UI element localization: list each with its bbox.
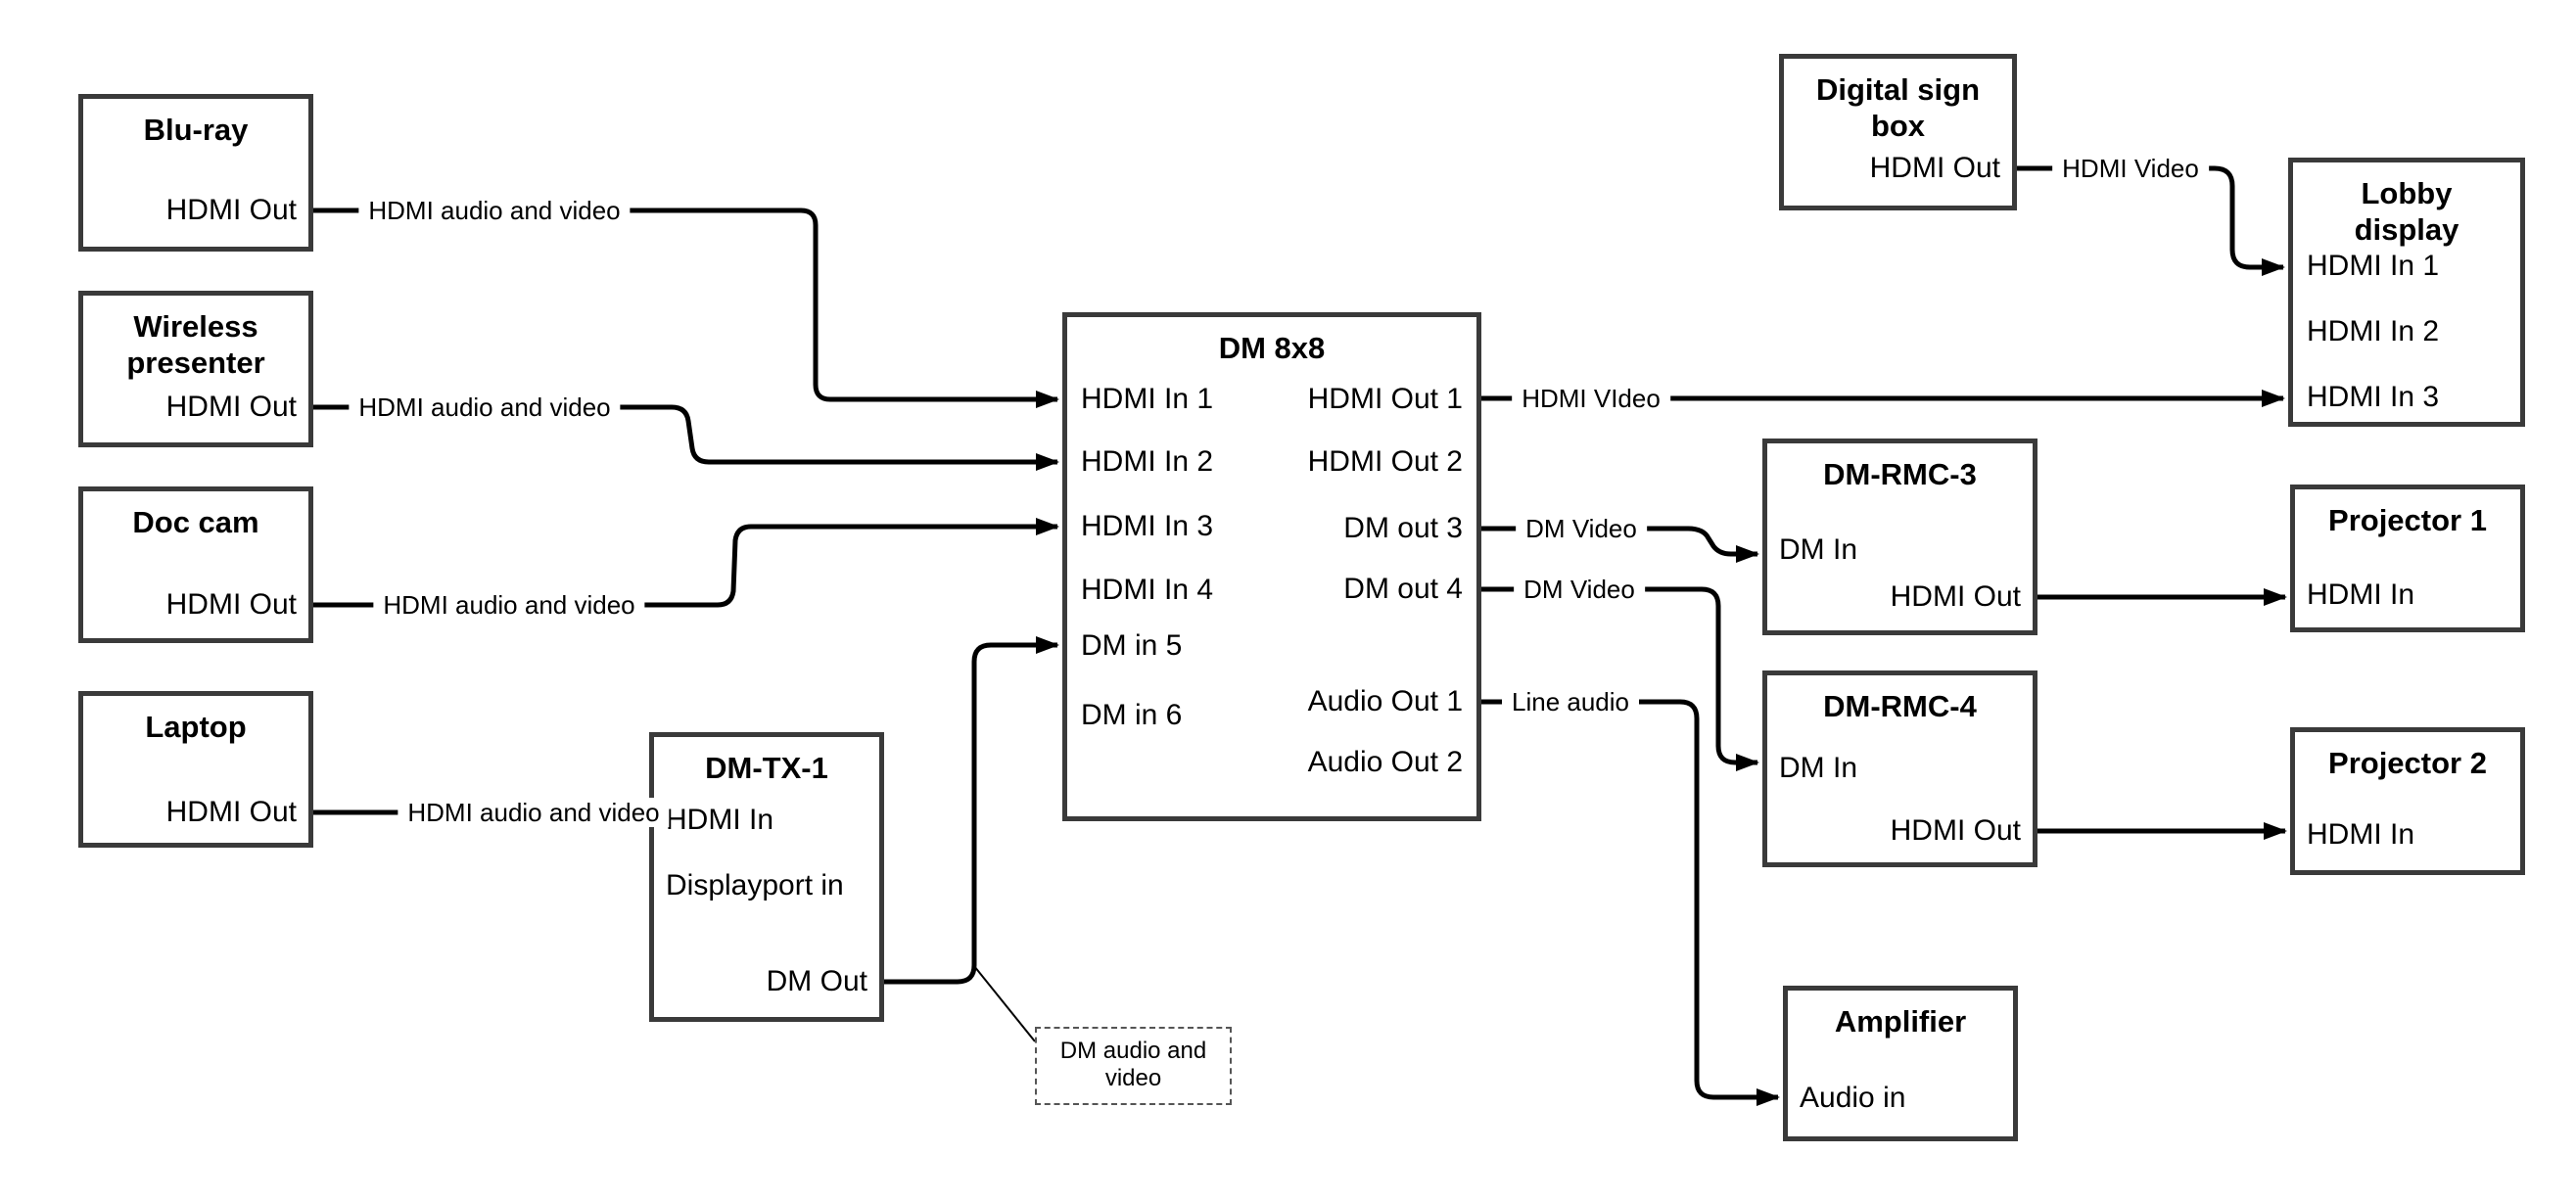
port-hdmi-out: HDMI Out	[1890, 814, 2021, 847]
node-projector-1: Projector 1 HDMI In	[2290, 485, 2525, 632]
port-hdmi-out-2: HDMI Out 2	[1307, 445, 1463, 478]
port-hdmi-out: HDMI Out	[1869, 152, 2000, 184]
callout-dm-audio-and-video: DM audio and video	[1035, 1027, 1232, 1105]
port-hdmi-out: HDMI Out	[1890, 580, 2021, 613]
node-digital-sign-box: Digital sign box HDMI Out	[1779, 54, 2017, 210]
port-hdmi-in-2: HDMI In 2	[1081, 445, 1214, 478]
node-title: Digital sign box	[1815, 72, 1981, 143]
port-dm-out-4: DM out 4	[1343, 573, 1463, 605]
wire-bluray-to-dm8x8-in1	[313, 208, 1059, 408]
wire-doccam-to-dm8x8-in3	[313, 518, 1059, 608]
port-hdmi-out-1: HDMI Out 1	[1307, 383, 1463, 415]
node-title: Amplifier	[1834, 1004, 1967, 1039]
port-hdmi-in-1: HDMI In 1	[1081, 383, 1214, 415]
node-amplifier: Amplifier Audio in	[1783, 986, 2018, 1141]
node-blu-ray: Blu-ray HDMI Out	[78, 94, 313, 252]
node-dm-rmc-4: DM-RMC-4 DM In HDMI Out	[1762, 670, 2037, 867]
node-projector-2: Projector 2 HDMI In	[2290, 727, 2525, 875]
callout-leader-line	[973, 965, 1036, 1042]
node-lobby-display: Lobby display HDMI In 1 HDMI In 2 HDMI I…	[2288, 158, 2525, 427]
node-dm-tx-1: DM-TX-1 HDMI In Displayport in DM Out	[649, 732, 884, 1022]
port-hdmi-in-1: HDMI In 1	[2307, 250, 2440, 282]
wire-label-dm-out-3-feed: DM Video	[1516, 514, 1647, 543]
port-hdmi-out: HDMI Out	[165, 796, 297, 828]
wire-label-wireless-feed: HDMI audio and video	[349, 393, 621, 422]
port-hdmi-in-3: HDMI In 3	[2307, 381, 2440, 413]
node-dm-rmc-3: DM-RMC-3 DM In HDMI Out	[1762, 439, 2037, 635]
port-hdmi-in-3: HDMI In 3	[1081, 510, 1214, 542]
port-hdmi-in: HDMI In	[666, 804, 774, 836]
port-audio-in: Audio in	[1800, 1082, 1906, 1114]
wire-sign-to-lobby-in1	[2017, 165, 2285, 276]
port-hdmi-out: HDMI Out	[165, 588, 297, 621]
node-laptop: Laptop HDMI Out	[78, 691, 313, 848]
node-dm-8x8: DM 8x8 HDMI In 1 HDMI In 2 HDMI In 3 HDM…	[1062, 312, 1481, 821]
port-displayport-in: Displayport in	[666, 869, 844, 901]
port-hdmi-in: HDMI In	[2307, 578, 2415, 611]
port-dm-in: DM In	[1779, 533, 1858, 566]
wire-wireless-to-dm8x8-in2	[313, 404, 1059, 471]
wire-dm8x8-out4-to-rmc4	[1481, 586, 1759, 771]
node-wireless-presenter: Wireless presenter HDMI Out	[78, 291, 313, 447]
port-hdmi-out: HDMI Out	[165, 194, 297, 226]
wire-label-bluray-feed: HDMI audio and video	[358, 196, 631, 225]
port-dm-in-5: DM in 5	[1081, 629, 1183, 662]
wire-dm8x8-out3-to-rmc3	[1481, 526, 1759, 563]
port-audio-out-2: Audio Out 2	[1307, 746, 1463, 778]
node-title: DM-RMC-3	[1823, 457, 1977, 491]
node-title: Projector 2	[2328, 746, 2487, 780]
wire-dmtx1-to-dm8x8-in5	[884, 636, 1059, 985]
port-dm-out: DM Out	[766, 965, 867, 997]
node-title: DM 8x8	[1218, 331, 1326, 365]
wire-label-hdmi-out-1-feed: HDMI VIdeo	[1512, 384, 1670, 413]
wire-label-digital-sign-feed: HDMI Video	[2052, 154, 2209, 183]
node-title: Laptop	[145, 710, 247, 744]
node-title: DM-RMC-4	[1823, 689, 1977, 723]
node-title: Blu-ray	[143, 113, 249, 147]
wire-label-doccam-feed: HDMI audio and video	[373, 590, 645, 620]
port-dm-in: DM In	[1779, 752, 1858, 784]
node-title: Lobby display	[2354, 176, 2459, 247]
wire-dm8x8-audio1-to-amplifier	[1481, 699, 1780, 1106]
wire-label-line-audio: Line audio	[1502, 687, 1639, 716]
port-hdmi-out: HDMI Out	[165, 391, 297, 423]
port-dm-in-6: DM in 6	[1081, 699, 1183, 731]
wire-label-laptop-feed: HDMI audio and video	[398, 798, 670, 827]
port-hdmi-in: HDMI In	[2307, 818, 2415, 851]
node-title: Projector 1	[2328, 503, 2487, 537]
node-title: DM-TX-1	[705, 751, 828, 785]
port-hdmi-in-2: HDMI In 2	[2307, 315, 2440, 347]
node-doc-cam: Doc cam HDMI Out	[78, 486, 313, 643]
port-dm-out-3: DM out 3	[1343, 512, 1463, 544]
port-audio-out-1: Audio Out 1	[1307, 685, 1463, 717]
node-title: Wireless presenter	[126, 309, 265, 380]
node-title: Doc cam	[132, 505, 259, 539]
port-hdmi-in-4: HDMI In 4	[1081, 574, 1214, 606]
wire-label-dm-out-4-feed: DM Video	[1514, 575, 1645, 604]
